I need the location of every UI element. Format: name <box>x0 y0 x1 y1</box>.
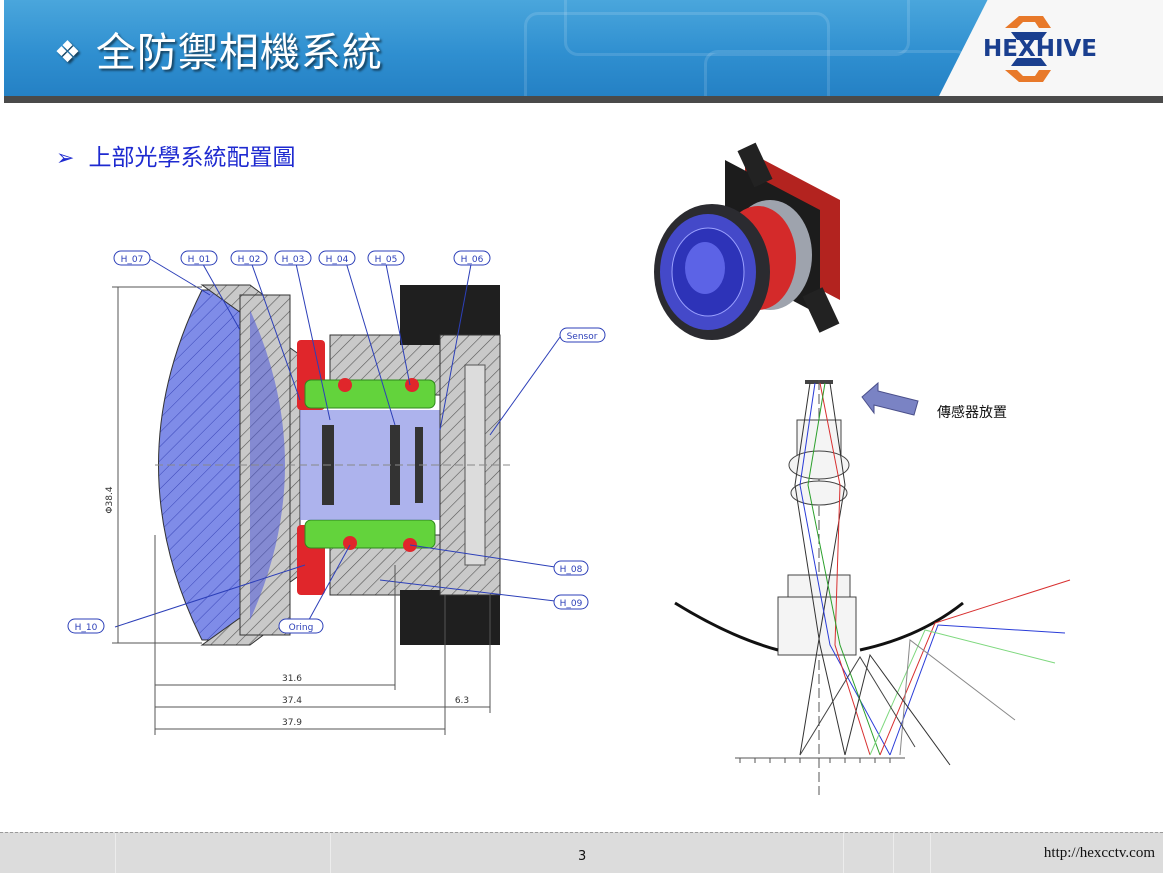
svg-text:H_08: H_08 <box>560 565 583 575</box>
label-h07: H_07 <box>113 250 151 266</box>
dim-37-4: 37.4 <box>282 696 302 706</box>
arrow-pointer-icon <box>861 381 919 416</box>
company-logo: HEXHIVE <box>981 10 1151 88</box>
svg-text:H_06: H_06 <box>461 255 484 265</box>
svg-text:H_01: H_01 <box>188 255 211 265</box>
page-title: ❖ 全防禦相機系統 <box>54 20 383 78</box>
section-heading-text: 上部光學系統配置圖 <box>88 145 296 171</box>
logo-text: HEXHIVE <box>983 36 1098 62</box>
optical-ray-diagram <box>674 380 1071 795</box>
label-oring: Oring <box>278 618 324 634</box>
dim-diameter: Φ38.4 <box>105 486 115 513</box>
svg-text:H_02: H_02 <box>238 255 261 265</box>
label-h02: H_02 <box>230 250 268 266</box>
header-banner: ❖ 全防禦相機系統 HEXHIVE <box>4 0 1163 98</box>
svg-text:Oring: Oring <box>289 623 314 633</box>
website-url: http://hexcctv.com <box>1043 845 1155 861</box>
label-h01: H_01 <box>180 250 218 266</box>
camera-module-render <box>654 142 840 340</box>
svg-text:H_09: H_09 <box>560 599 583 609</box>
svg-text:H_04: H_04 <box>326 255 349 265</box>
arrow-bullet-icon: ➢ <box>56 146 75 171</box>
label-sensor: Sensor <box>559 327 606 343</box>
svg-text:H_03: H_03 <box>282 255 305 265</box>
svg-text:H_10: H_10 <box>75 623 98 633</box>
footer-bar <box>0 832 1163 873</box>
page-title-text: 全防禦相機系統 <box>95 30 383 76</box>
label-h06: H_06 <box>453 250 491 266</box>
lens-cross-section-drawing: H_07 H_01 H_02 H_03 H_04 H_05 H_06 Senso… <box>67 250 606 735</box>
dim-37-9: 37.9 <box>282 718 302 728</box>
label-h10: H_10 <box>67 618 105 634</box>
label-h03: H_03 <box>274 250 312 266</box>
svg-text:H_07: H_07 <box>121 255 144 265</box>
header-underline <box>4 96 1163 103</box>
label-h08: H_08 <box>553 560 589 576</box>
hexhive-hex-icon <box>1005 16 1051 82</box>
label-h05: H_05 <box>367 250 405 266</box>
page-number: 3 <box>578 849 587 864</box>
label-h09: H_09 <box>553 594 589 610</box>
diamond-bullet-icon: ❖ <box>54 35 82 70</box>
svg-text:H_05: H_05 <box>375 255 398 265</box>
svg-text:Sensor: Sensor <box>567 332 598 342</box>
label-h04: H_04 <box>318 250 356 266</box>
section-heading: ➢ 上部光學系統配置圖 <box>56 138 295 172</box>
dim-6-3: 6.3 <box>455 696 469 706</box>
logo-panel: HEXHIVE <box>938 0 1163 98</box>
sensor-placement-label: 傳感器放置 <box>937 405 1007 421</box>
dim-31-6: 31.6 <box>282 674 302 684</box>
